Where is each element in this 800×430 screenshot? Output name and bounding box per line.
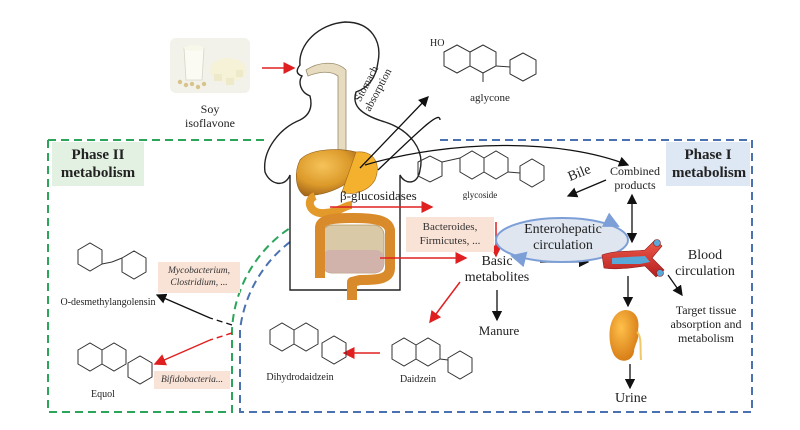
arrow-blood-to-tissue [667,274,683,297]
arrow-to-odma [209,317,233,326]
phase1-region-border [239,139,753,413]
soy-food-photo [170,38,250,93]
aglycone-ho: HO [430,38,445,49]
odma-bacteria-note: Mycobacterium,Clostridium, ... [158,262,240,293]
daidzein-label: Daidzein [399,374,437,385]
phase2-region-border [47,139,301,413]
equol-structure [77,342,153,385]
gut-bacteria-note: Bacteroides,Firmicutes, ... [406,217,494,252]
beta-glucosidases-label: β-glucosidases [340,188,417,203]
kidney-icon [609,310,642,361]
large-intestine-icon [315,213,395,300]
equol-bacteria-note: Bifidobacteria... [154,371,230,390]
stomach-icon [341,151,378,194]
arrow-bile [566,179,607,198]
aglycone-label: aglycone [470,92,510,104]
odma-structure [77,242,147,280]
odma-label: O-desmethylangolensin [60,297,156,308]
arrow-basic-to-daidzein [429,281,461,324]
enterohepatic-ellipse [495,217,629,263]
dihydrodaidzein-structure [269,322,347,365]
equol-label: Equol [91,389,115,400]
dihydrodaidzein-label: Dihydrodaidzein [266,372,334,383]
arrow-to-equol [209,332,233,341]
blood-vessel-icon [601,239,665,278]
aglycone-structure [443,44,537,82]
manure-label: Manure [478,323,520,338]
urine-label: Urine [615,391,647,406]
glycoside-label: glycoside [462,190,498,200]
arrow-liver-to-combined [364,144,630,167]
glycoside-structure [417,150,545,188]
liver-icon [296,149,363,197]
arrow-stomach-absorption [359,96,429,169]
daidzein-structure [391,337,473,380]
